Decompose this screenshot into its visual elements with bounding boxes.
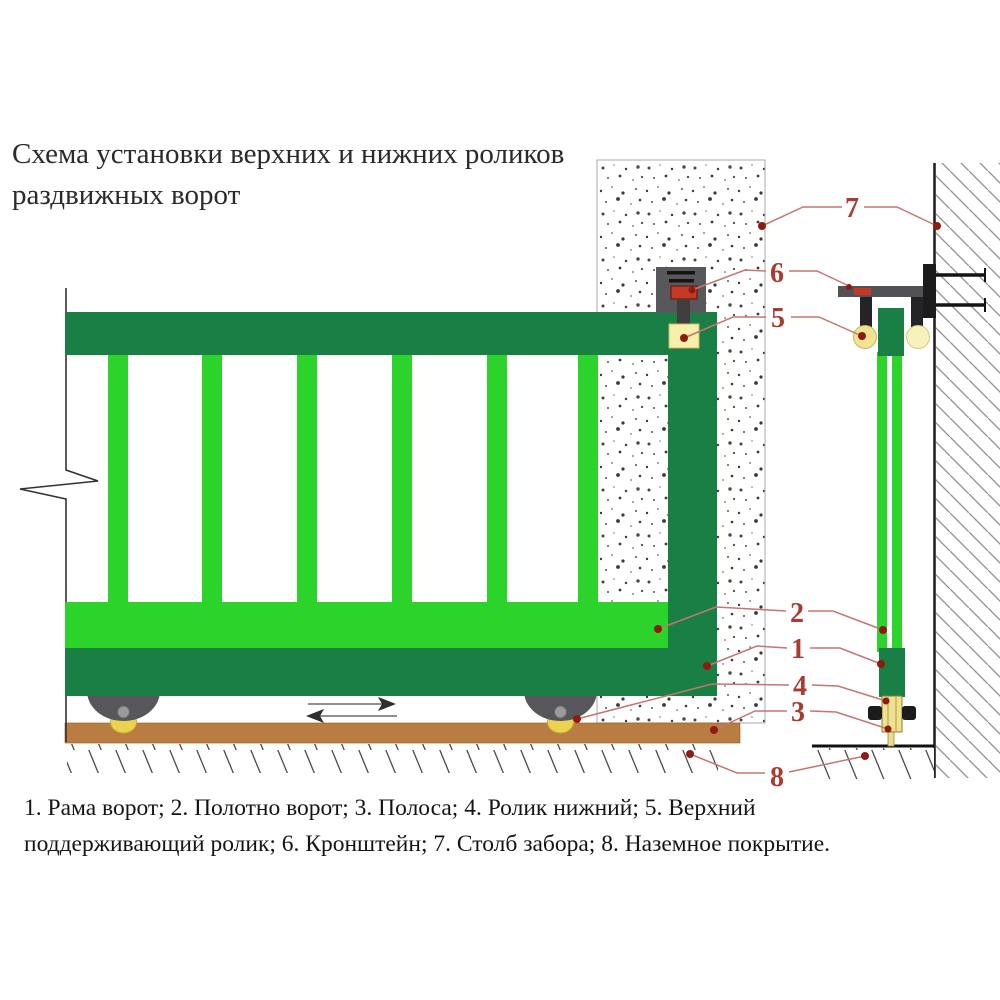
callout-label-8: 8 bbox=[770, 762, 784, 793]
lower-roller-left bbox=[87, 691, 160, 734]
callout-label-2: 2 bbox=[790, 598, 804, 629]
page-title: Схема установки верхних и нижних роликов… bbox=[12, 138, 565, 212]
gate-slat bbox=[202, 355, 222, 605]
wall-mount-plate bbox=[923, 264, 936, 318]
side-bracket-leg bbox=[911, 297, 923, 327]
gate-slat bbox=[297, 355, 317, 605]
legend-text: 1. Рама ворот; 2. Полотно ворот; 3. Поло… bbox=[24, 795, 831, 857]
leader-3 bbox=[710, 710, 892, 734]
leader-8 bbox=[686, 750, 869, 774]
gate-slat bbox=[487, 355, 507, 605]
roller-axle bbox=[117, 705, 130, 719]
side-bracket-clamp bbox=[854, 288, 871, 295]
gate-slat bbox=[108, 355, 128, 605]
gate-slat bbox=[578, 355, 598, 605]
bracket-bolt-slot bbox=[669, 279, 694, 283]
arrow-left-head bbox=[306, 709, 324, 723]
callout-label-6: 6 bbox=[770, 258, 784, 289]
ground-surface-hatch bbox=[67, 744, 718, 773]
roller-axle bbox=[554, 705, 567, 719]
gate-frame-bottom-rail bbox=[65, 648, 717, 696]
leader-2 bbox=[654, 606, 887, 634]
arrow-right-head bbox=[378, 697, 396, 711]
leader-5 bbox=[680, 316, 866, 342]
callout-leaders bbox=[573, 206, 941, 774]
leader-4 bbox=[573, 683, 890, 723]
gate-end-stripe bbox=[892, 352, 902, 652]
gate-end-stripe bbox=[877, 352, 887, 652]
bracket-stem bbox=[677, 299, 690, 326]
callout-label-3: 3 bbox=[791, 697, 805, 728]
lower-roller-right bbox=[524, 691, 597, 734]
leader-6 bbox=[688, 269, 852, 294]
roller-axle-bolt bbox=[868, 706, 882, 720]
callout-label-5: 5 bbox=[771, 303, 785, 334]
side-bracket-leg bbox=[860, 297, 872, 327]
gate-slat bbox=[392, 355, 412, 605]
gate-front-view bbox=[19, 288, 717, 742]
leader-7 bbox=[758, 206, 941, 230]
gate-frame-right-upright bbox=[668, 312, 717, 696]
leader-1 bbox=[703, 645, 885, 670]
roller-axle-bolt bbox=[902, 706, 916, 720]
side-view-assembly bbox=[838, 264, 986, 747]
gate-end-top-frame bbox=[878, 308, 904, 356]
side-bracket-bar bbox=[838, 286, 930, 297]
ground-strip bbox=[64, 722, 741, 744]
callout-label-4: 4 bbox=[793, 671, 807, 702]
slide-direction-arrows bbox=[306, 697, 397, 723]
bracket-bolt-slot bbox=[667, 271, 695, 275]
gate-leaf-bottom-band bbox=[65, 602, 668, 648]
gate-frame-top-rail bbox=[65, 312, 717, 355]
gate-end-bottom-frame bbox=[879, 648, 905, 697]
fence-post-side-section bbox=[933, 163, 1000, 778]
callout-label-1: 1 bbox=[791, 634, 805, 665]
upper-support-roller-side bbox=[906, 325, 930, 349]
callout-label-7: 7 bbox=[845, 193, 859, 224]
ground-side-view bbox=[806, 744, 934, 779]
gate-break-line bbox=[19, 288, 99, 742]
